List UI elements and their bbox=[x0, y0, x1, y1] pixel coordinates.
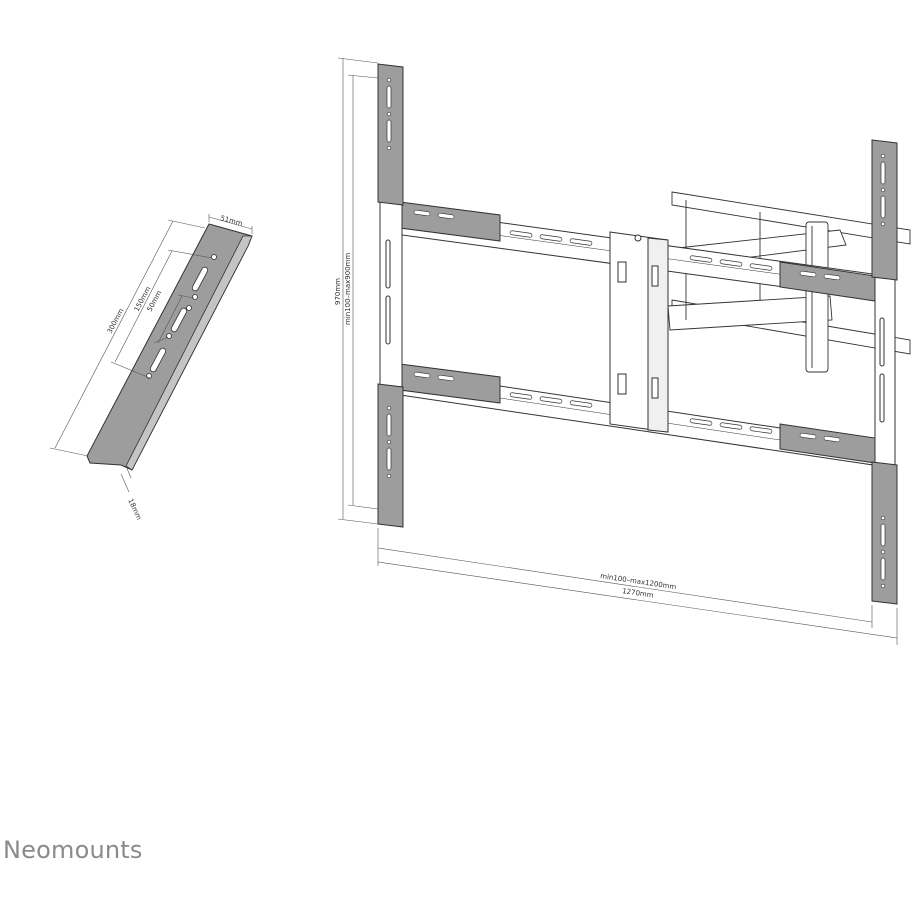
upright-left bbox=[379, 194, 403, 391]
horizontal-dimension-lines bbox=[377, 528, 898, 645]
bracket-plate bbox=[86, 223, 253, 471]
vertical-dimension-lines bbox=[337, 57, 379, 525]
bracket-dimension-lines bbox=[49, 214, 253, 493]
bracket-fold bbox=[125, 235, 253, 471]
arm-pivot bbox=[805, 221, 829, 373]
dim-51mm: 51mm bbox=[219, 214, 243, 228]
wall-arm-top bbox=[671, 191, 911, 245]
wall-arm-assembly bbox=[659, 191, 911, 373]
mount-drawing: 970mm min100–max900mm min100–max1200mm 1… bbox=[334, 57, 911, 645]
dim-1270mm: 1270mm bbox=[622, 587, 654, 600]
upright-extension-slots bbox=[386, 77, 886, 589]
bracket-detail: 51mm 300mm 150mm 50mm 18mm bbox=[49, 214, 253, 521]
vertical-uprights bbox=[379, 194, 896, 471]
dim-height-range: min100–max900mm bbox=[344, 253, 352, 325]
rail-slots bbox=[509, 230, 773, 434]
brand-logo-text: Neomounts bbox=[3, 836, 143, 864]
arm-segment-lower bbox=[667, 295, 833, 331]
bracket-slots bbox=[146, 254, 217, 379]
dim-18mm: 18mm bbox=[126, 497, 143, 521]
rail-end-slots bbox=[413, 209, 841, 443]
dim-970mm: 970mm bbox=[334, 278, 342, 305]
upright-right bbox=[874, 269, 896, 471]
center-plate bbox=[609, 231, 669, 433]
